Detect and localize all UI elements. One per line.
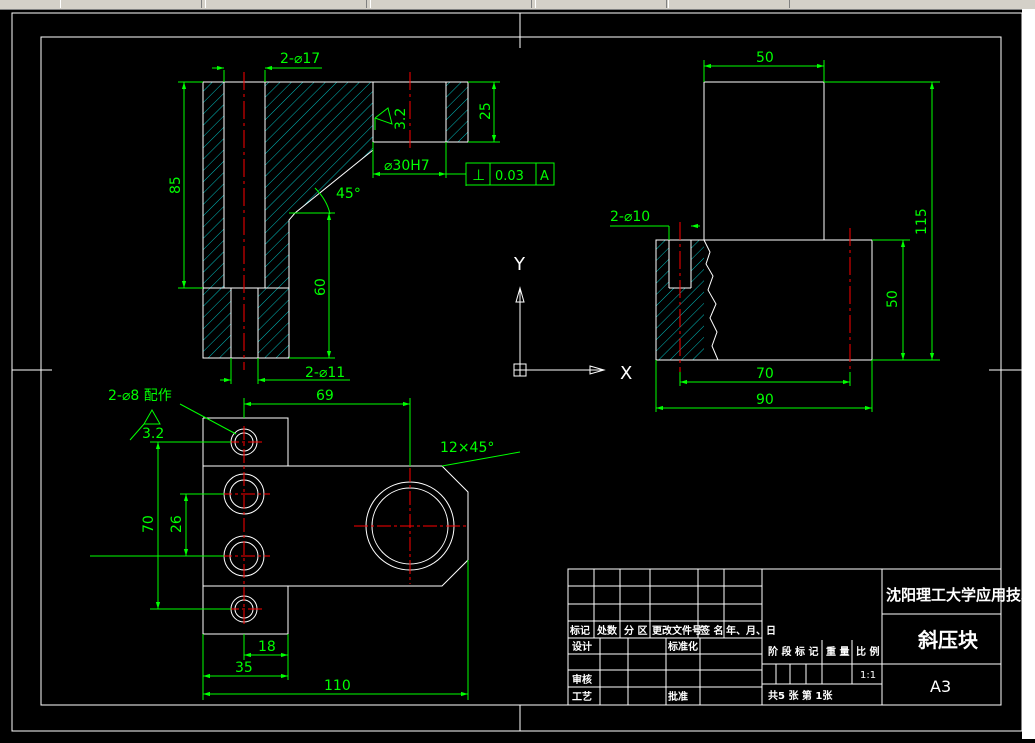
dim-60: 60	[313, 278, 329, 296]
perpendicularity-symbol: ⊥	[472, 166, 485, 184]
sheet-size: A3	[930, 677, 951, 696]
dim-2phi10: 2-⌀10	[610, 209, 650, 225]
drawing-frame	[11, 12, 1023, 732]
dim-roughness-top: 3.2	[393, 108, 409, 130]
stage-mark-label: 阶 段 标 记	[768, 645, 818, 658]
toolbar-segment[interactable]	[535, 0, 667, 8]
plan-view-dimensions	[90, 398, 521, 700]
side-view-dimensions	[610, 60, 940, 412]
front-view-dimensions	[178, 65, 500, 384]
toolbar-strip	[0, 0, 1035, 10]
dim-25: 25	[478, 102, 494, 120]
dim-35: 35	[235, 660, 253, 676]
dim-2phi8: 2-⌀8 配作	[108, 388, 172, 404]
drawing-canvas[interactable]: 2-⌀17 25 3.2 85 45° ⌀30H7 60 2-⌀11 ⊥ 0.0…	[0, 9, 1035, 739]
front-view[interactable]	[202, 72, 469, 370]
side-view[interactable]	[655, 81, 873, 372]
plan-center-lines	[218, 426, 466, 625]
review-label: 审核	[572, 673, 592, 686]
approve-label: 批准	[668, 690, 688, 703]
school-name: 沈阳理工大学应用技术学院	[886, 586, 1035, 604]
sheet-count: 共5 张 第 1张	[768, 689, 833, 702]
dim-roughness-bottom: 3.2	[142, 426, 164, 442]
weight-label: 重 量	[826, 645, 849, 658]
toolbar-segment[interactable]	[205, 0, 367, 8]
process-label: 工艺	[572, 690, 592, 703]
right-edge-panel	[1022, 9, 1035, 739]
ucs-y-label: Y	[513, 254, 526, 275]
dim-18: 18	[258, 639, 276, 655]
standardize-label: 标准化	[667, 640, 698, 653]
row-header-count: 处数	[596, 624, 618, 637]
dim-110: 110	[324, 678, 351, 694]
dim-50-top: 50	[756, 50, 774, 66]
row-header-docno: 更改文件号	[652, 624, 702, 637]
ucs-x-label: X	[620, 363, 632, 384]
dim-50-right: 50	[885, 290, 901, 308]
tolerance-frame: ⊥ 0.03 A	[465, 162, 555, 186]
dim-85: 85	[168, 176, 184, 194]
title-block	[567, 568, 1002, 706]
dim-70-side: 70	[756, 366, 774, 382]
scale-value: 1:1	[860, 670, 876, 681]
row-header-zone: 分 区	[624, 624, 647, 637]
dim-2phi17: 2-⌀17	[280, 51, 320, 67]
part-name: 斜压块	[917, 628, 979, 652]
dim-69: 69	[316, 388, 334, 404]
toolbar-segment[interactable]	[370, 0, 532, 8]
toolbar-segment[interactable]	[60, 0, 202, 8]
dim-phi30h7: ⌀30H7	[384, 158, 430, 174]
dim-45deg: 45°	[336, 186, 361, 202]
row-header-mark: 标记	[569, 624, 590, 637]
dim-12x45: 12×45°	[440, 440, 494, 456]
row-header-date: 年、月、日	[726, 624, 776, 637]
dim-115: 115	[914, 208, 930, 235]
tolerance-value: 0.03	[495, 169, 524, 184]
ratio-label: 比 例	[856, 645, 879, 658]
dim-2phi11: 2-⌀11	[305, 365, 345, 381]
toolbar-segment[interactable]	[668, 0, 790, 8]
dim-90: 90	[756, 392, 774, 408]
dim-70-plan: 70	[141, 515, 157, 533]
dim-26: 26	[169, 515, 185, 533]
row-header-sign: 签 名	[699, 624, 723, 637]
tolerance-datum: A	[540, 169, 549, 184]
design-label: 设计	[572, 640, 592, 653]
ucs-icon	[513, 286, 606, 377]
